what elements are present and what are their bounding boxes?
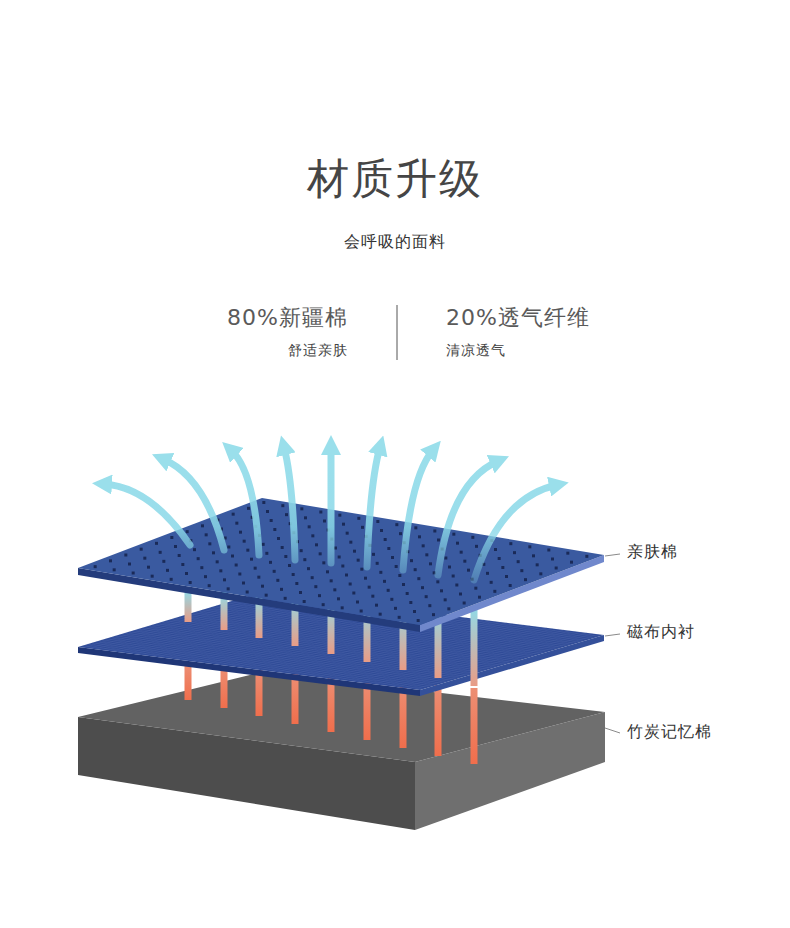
airflow-arrows <box>104 447 557 580</box>
stat-note: 舒适亲肤 <box>288 342 348 359</box>
subtitle: 会呼吸的面料 <box>0 232 790 251</box>
layer-label: 磁布内衬 <box>627 622 695 641</box>
layer-label: 亲肤棉 <box>627 542 678 561</box>
stat-value: 80%新疆棉 <box>227 305 348 331</box>
layer-label: 竹炭记忆棉 <box>627 722 712 741</box>
stat-note: 清凉透气 <box>446 342 506 359</box>
cotton-sheet <box>78 498 604 632</box>
divider <box>397 305 398 360</box>
leader-lines <box>605 554 620 733</box>
foam-block <box>78 672 605 830</box>
stat-value: 20%透气纤维 <box>446 305 590 331</box>
title: 材质升级 <box>0 154 790 204</box>
magnetic-lining <box>78 592 604 696</box>
